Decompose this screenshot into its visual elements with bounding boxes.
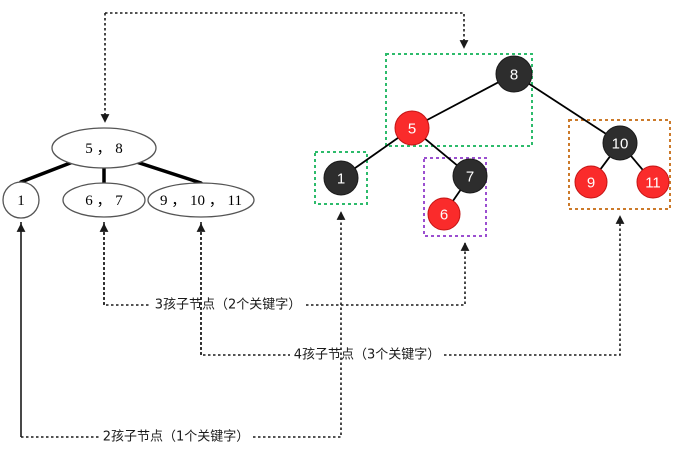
redblack-node-n5: 5 (394, 110, 430, 146)
redblack-node-circle-black (602, 125, 638, 161)
redblack-node-label: 5 (408, 121, 416, 138)
group-box-layer (314, 53, 671, 237)
redblack-node-n11: 11 (636, 165, 670, 199)
caption-3child: 3孩子节点（2个关键字） (155, 298, 302, 313)
redblack-node-circle-black (495, 55, 533, 93)
redblack-node-n6: 6 (427, 197, 461, 231)
redblack-node-circle-red (427, 197, 461, 231)
connector-layer (16, 12, 625, 438)
redblack-node-n10: 10 (602, 125, 638, 161)
redblack-edge-n5-n7 (423, 137, 459, 167)
group-box-grp-1 (314, 151, 368, 205)
connector-4child-right (444, 215, 625, 356)
redblack-node-label: 1 (337, 171, 345, 188)
connector-3child-left (103, 222, 150, 306)
tree234-node-shape (2, 181, 40, 219)
redblack-edge-n7-n6 (451, 188, 462, 203)
connector-root-across (105, 12, 469, 49)
group-box-grp-10 (568, 119, 671, 210)
tree234-node-shape (62, 182, 146, 218)
redblack-node-n9: 9 (574, 165, 608, 199)
redblack-node-layer: 8 5 10 1 7 9 11 6 (323, 55, 670, 231)
tree234-node-shape (147, 182, 255, 218)
redblack-node-label: 9 (587, 175, 595, 192)
redblack-node-circle-red (636, 165, 670, 199)
redblack-node-label: 6 (440, 207, 448, 224)
connector-2child-right (253, 211, 346, 438)
redblack-edge-n5-n1 (353, 136, 400, 170)
group-box-grp-7-6 (423, 157, 487, 237)
redblack-edge-layer (353, 81, 644, 203)
caption-2child: 2孩子节点（1个关键字） (103, 430, 250, 445)
connector-2child-left (20, 222, 100, 438)
redblack-node-label: 8 (510, 67, 518, 84)
redblack-edge-n8-n5 (425, 81, 500, 122)
caption-layer: 3孩子节点（2个关键字） 4孩子节点（3个关键字） 2孩子节点（1个关键字） (103, 298, 441, 445)
tree234-node-label: 1 (17, 193, 25, 209)
redblack-node-label: 7 (466, 169, 474, 186)
connector-4child-left (200, 222, 290, 356)
tree234-node-label: 9 ， 10 ， 11 (160, 193, 242, 209)
connector-3child-right (306, 242, 470, 306)
redblack-edge-n8-n10 (527, 82, 608, 136)
redblack-node-label: 11 (645, 175, 661, 192)
redblack-node-circle-black (323, 160, 359, 196)
tree234-node-child91011: 9 ， 10 ， 11 (147, 182, 255, 218)
redblack-edge-n10-n11 (629, 154, 644, 172)
redblack-node-circle-red (394, 110, 430, 146)
tree234-node-child67: 6 ， 7 (62, 182, 146, 218)
redblack-node-n8: 8 (495, 55, 533, 93)
redblack-edge-n10-n9 (599, 155, 612, 171)
redblack-node-n7: 7 (452, 158, 488, 194)
tree234-node-label: 6 ， 7 (85, 193, 123, 209)
group-box-grp-8-5 (385, 53, 533, 147)
tree234-node-child1: 1 (2, 181, 40, 219)
tree234-node-layer: 5 ， 8 1 6 ， 7 9 ， 10 ， 11 (2, 127, 255, 219)
redblack-node-circle-black (452, 158, 488, 194)
caption-4child: 4孩子节点（3个关键字） (294, 348, 441, 363)
tree234-node-shape (51, 127, 157, 169)
redblack-node-label: 10 (612, 136, 629, 153)
redblack-node-circle-red (574, 165, 608, 199)
tree234-node-label: 5 ， 8 (85, 141, 123, 157)
tree234-node-root234: 5 ， 8 (51, 127, 157, 169)
redblack-node-n1: 1 (323, 160, 359, 196)
